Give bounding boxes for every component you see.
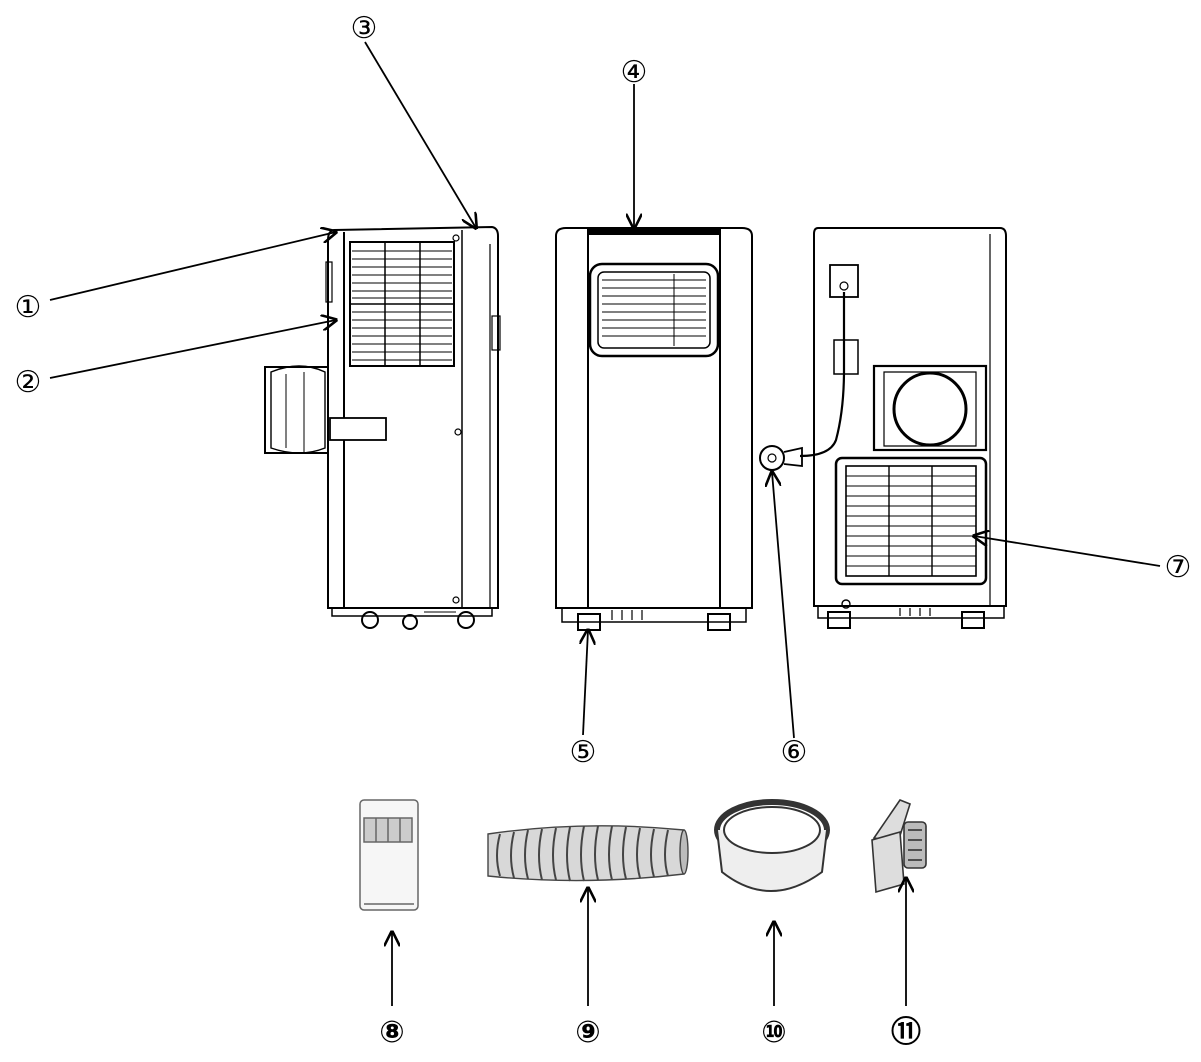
callout-2: ② [15,365,42,400]
callout-10: ⑩ [761,1015,786,1050]
callout-3: ③ [351,11,378,46]
accessory-exhaust-hose [487,825,689,882]
side-grille-slats [352,250,452,361]
rear-filter-slats [846,466,976,576]
front-vent-louvers [602,274,706,346]
rear-view-unit [759,227,1007,629]
callout-5: ⑤ [570,735,597,770]
callout-1: ① [15,290,42,325]
callout-6: ⑥ [781,735,808,770]
callout-leaders [49,41,1161,1006]
callout-11: ⑪ [891,1015,921,1050]
power-plug [759,445,803,471]
exhaust-outlet [872,364,988,452]
callout-8: ⑧ [379,1015,404,1050]
callout-9: ⑨ [575,1015,600,1050]
accessory-window-adapter-ring [714,799,830,892]
accessory-window-slider-adapter [871,799,927,894]
side-exhaust-adapter [264,365,330,454]
callout-labels: ① ② ③ ④ ⑤ ⑥ ⑦ ⑧ ⑨ ⑩ ⑪ [15,11,1192,1050]
side-view-unit [264,225,501,630]
callout-4: ④ [621,55,648,90]
accessory-remote-unit [359,799,419,911]
callout-7: ⑦ [1165,550,1192,585]
front-view-unit [555,227,753,631]
